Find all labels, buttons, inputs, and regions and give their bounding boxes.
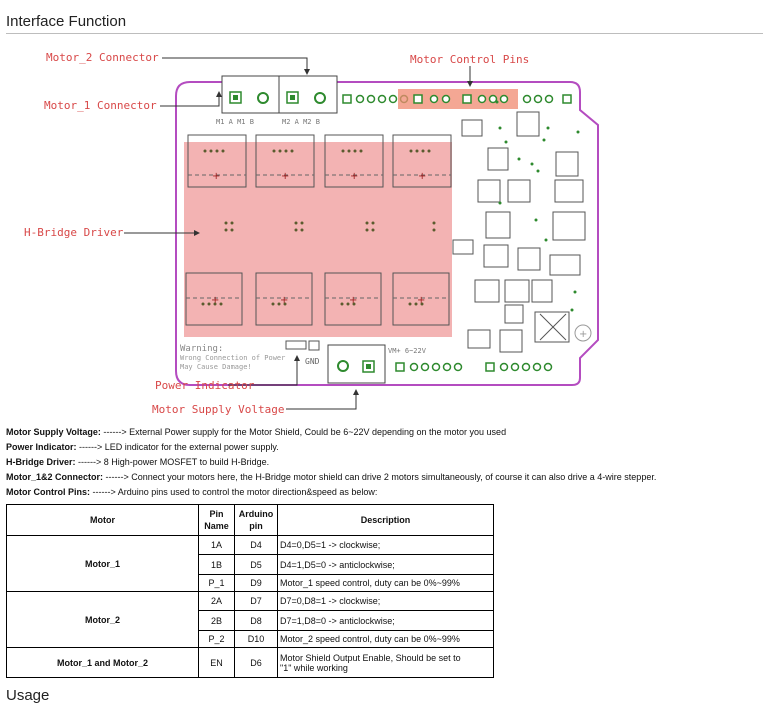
- supply-terminal: [327, 344, 386, 384]
- motor-cell: Motor_1 and Motor_2: [6, 647, 199, 678]
- gnd-silk: GND: [305, 357, 320, 366]
- arduino-cell: D7: [234, 591, 278, 611]
- desc-motor-connector: Motor_1&2 Connector: ------> Connect you…: [6, 472, 657, 482]
- arduino-cell: D8: [234, 610, 278, 631]
- h-bridge-highlight: [184, 142, 452, 337]
- pin-cell: 1A: [198, 535, 235, 555]
- callout-power-indicator: Power Indicator: [155, 379, 255, 392]
- table-row: Motor_1 and Motor_2 EN D6 Motor Shield O…: [6, 647, 494, 678]
- arduino-cell: D9: [234, 574, 278, 592]
- callout-motor-control-pins: Motor Control Pins: [410, 53, 530, 66]
- pin-cell: P_2: [198, 630, 235, 648]
- right-components: [452, 111, 586, 353]
- heading-divider: [6, 33, 763, 34]
- svg-text:+: +: [280, 295, 288, 306]
- desc-h-bridge-driver: H-Bridge Driver: ------> 8 High-power MO…: [6, 457, 270, 467]
- callout-motor1-connector: Motor_1 Connector: [44, 99, 157, 112]
- motor-cell: Motor_2: [6, 591, 199, 648]
- pin-cell: EN: [198, 647, 235, 678]
- section-heading: Interface Function: [6, 13, 127, 30]
- svg-text:+: +: [579, 329, 587, 340]
- svg-text:+: +: [211, 295, 219, 306]
- board-illustration: M1 A M1 B M2 A M2 B: [124, 57, 599, 410]
- table-row: P_1 D9 Motor_1 speed control, duty can b…: [7, 574, 494, 592]
- description-cell: D7=0,D8=1 -> clockwise;: [277, 591, 494, 611]
- description-cell: Motor_1 speed control, duty can be 0%~99…: [277, 574, 494, 592]
- vm-silk: VM+ 6~22V: [388, 347, 427, 355]
- arduino-cell: D5: [234, 554, 278, 575]
- svg-text:+: +: [212, 171, 220, 182]
- callout-h-bridge-driver: H-Bridge Driver: [24, 226, 124, 239]
- description-cell: D4=1,D5=0 -> anticlockwise;: [277, 554, 494, 575]
- bottom-header-pins: [395, 362, 553, 372]
- control-pins-highlight: [398, 89, 518, 109]
- description-cell: D7=1,D8=0 -> anticlockwise;: [277, 610, 494, 631]
- table-row: 1B D5 D4=1,D5=0 -> anticlockwise;: [7, 554, 494, 575]
- m1-silk: M1 A M1 B: [216, 118, 254, 126]
- svg-text:+: +: [281, 171, 289, 182]
- mosfets: [185, 134, 452, 326]
- svg-text:+: +: [350, 171, 358, 182]
- arduino-cell: D4: [234, 535, 278, 555]
- description-cell: D4=0,D5=1 -> clockwise;: [277, 535, 494, 555]
- svg-text:+: +: [349, 295, 357, 306]
- motor-cell: Motor_1: [6, 535, 199, 592]
- table-row: 2B D8 D7=1,D8=0 -> anticlockwise;: [7, 610, 494, 631]
- pin-cell: 2B: [198, 610, 235, 631]
- callout-motor-supply-voltage: Motor Supply Voltage: [152, 403, 285, 416]
- pin-cell: 1B: [198, 554, 235, 575]
- warning-line-2: May Cause Damage!: [180, 363, 252, 371]
- pin-cell: P_1: [198, 574, 235, 592]
- callout-motor2-connector: Motor_2 Connector: [46, 51, 159, 64]
- motor2-terminal: [278, 75, 338, 114]
- table-row: Motor_2 2A D7 D7=0,D8=1 -> clockwise;: [6, 591, 494, 648]
- desc-motor-supply-voltage: Motor Supply Voltage: ------> External P…: [6, 427, 507, 437]
- svg-text:+: +: [417, 295, 425, 306]
- description-cell: Motor Shield Output Enable, Should be se…: [277, 647, 494, 678]
- header-description: Description: [277, 504, 494, 536]
- m2-silk: M2 A M2 B: [282, 118, 320, 126]
- table-row: Motor_1 1A D4 D4=0,D5=1 -> clockwise;: [6, 535, 494, 592]
- warning-line-1: Wrong Connection of Power: [180, 354, 285, 362]
- pin-cell: 2A: [198, 591, 235, 611]
- arduino-cell: D6: [234, 647, 278, 678]
- header-motor: Motor: [6, 504, 199, 536]
- power-led: [285, 340, 307, 350]
- desc-motor-control-pins: Motor Control Pins: ------> Arduino pins…: [6, 487, 378, 497]
- shield-diagram: M1 A M1 B M2 A M2 B: [0, 40, 763, 425]
- description-cell: Motor_2 speed control, duty can be 0%~99…: [277, 630, 494, 648]
- warning-title: Warning:: [180, 344, 223, 354]
- arduino-cell: D10: [234, 630, 278, 648]
- svg-text:+: +: [418, 171, 426, 182]
- usage-heading: Usage: [6, 687, 50, 704]
- desc-power-indicator: Power Indicator: ------> LED indicator f…: [6, 442, 279, 452]
